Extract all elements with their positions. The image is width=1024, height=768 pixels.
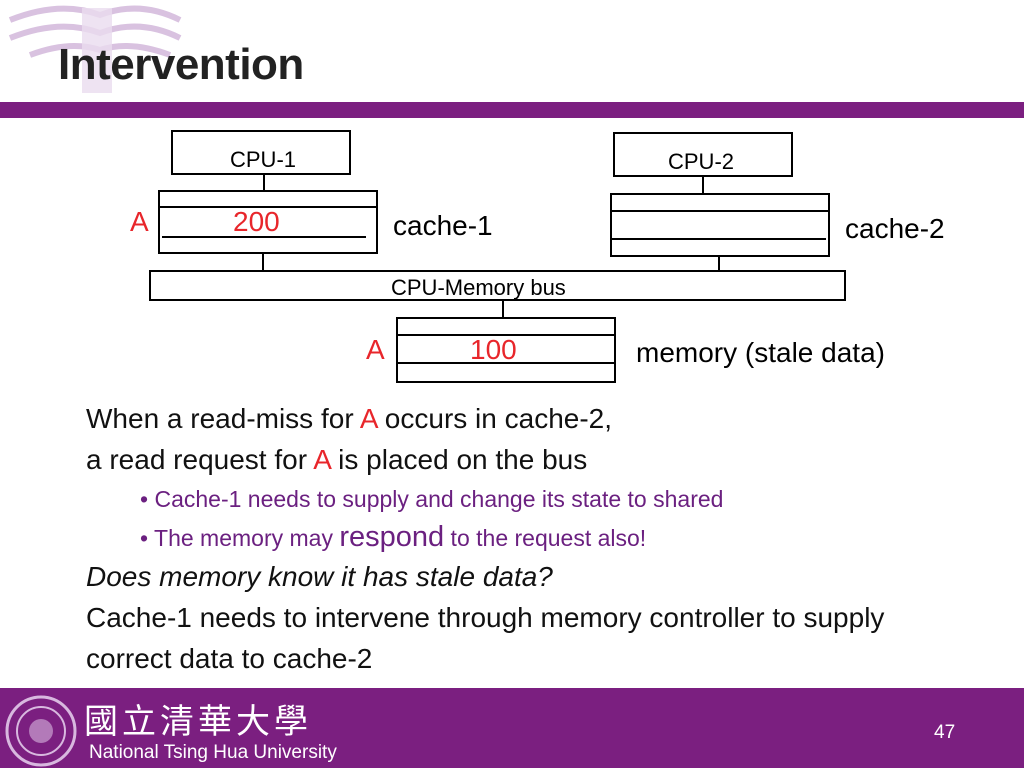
cache-2-row-line	[612, 238, 826, 240]
page-number: 47	[934, 722, 956, 743]
cache-1-address: A	[130, 206, 149, 237]
cpu-2-label: CPU-2	[668, 149, 735, 174]
memory-bus-connector	[502, 301, 504, 317]
memory-row-line	[398, 362, 614, 364]
text-line-1: When a read-miss for A occurs in cache-2…	[86, 403, 612, 435]
cache-2-bus-connector	[718, 257, 720, 270]
cache-2-box	[610, 193, 830, 257]
bus-label: CPU-Memory bus	[391, 275, 566, 300]
cpu-2-box	[613, 132, 793, 177]
cpu-memory-bus	[149, 270, 846, 301]
bullet-dot: •	[140, 486, 155, 512]
text-line-3: Cache-1 needs to intervene through memor…	[86, 602, 885, 633]
slide-title: Intervention	[58, 40, 304, 89]
cache-1-bus-connector	[262, 254, 264, 270]
text-line-2-address: A	[313, 444, 331, 475]
cache-1-row-line	[160, 206, 376, 208]
cpu-1-box	[171, 130, 351, 175]
bullet-2-emphasis: respond	[339, 521, 445, 553]
memory-label: memory (stale data)	[636, 337, 885, 368]
memory-value: 100	[470, 334, 517, 365]
text-line-1-address: A	[359, 403, 378, 434]
text-line-2-end: is placed on the bus	[330, 444, 588, 475]
cpu-2-connector	[702, 177, 704, 193]
text-line-1-start: When a read-miss for	[86, 403, 360, 434]
bullet-2: • The memory may respond to the request …	[140, 521, 646, 554]
text-line-1-end: occurs in cache-2,	[377, 403, 613, 434]
university-name-chinese: 國立清華大學	[84, 702, 312, 742]
cache-1-row-line	[162, 236, 366, 238]
header-band	[0, 102, 1024, 118]
university-name-english: National Tsing Hua University	[89, 742, 337, 763]
text-line-2-start: a read request for	[86, 444, 314, 475]
cpu-1-label: CPU-1	[230, 147, 297, 172]
cache-2-row-line	[612, 210, 828, 212]
cache-1-value: 200	[233, 206, 280, 237]
text-line-4: correct data to cache-2	[86, 643, 373, 674]
question-line: Does memory know it has stale data?	[86, 561, 553, 592]
bullet-1: • Cache-1 needs to supply and change its…	[140, 486, 723, 513]
cpu-1-connector	[263, 175, 265, 190]
bullet-2-start: The memory may	[154, 525, 340, 551]
memory-row-line	[398, 334, 614, 336]
university-seal-icon	[5, 695, 77, 767]
cache-2-label: cache-2	[845, 213, 945, 244]
cache-1-box	[158, 190, 378, 254]
footer-band	[0, 688, 1024, 768]
bullet-1-text: Cache-1 needs to supply and change its s…	[154, 486, 724, 512]
bullet-dot: •	[140, 525, 155, 551]
text-line-2: a read request for A is placed on the bu…	[86, 444, 587, 476]
memory-box	[396, 317, 616, 383]
memory-address: A	[366, 334, 385, 365]
cache-1-label: cache-1	[393, 210, 493, 241]
bullet-2-end: to the request also!	[444, 525, 647, 551]
university-logo-watermark	[8, 5, 182, 93]
